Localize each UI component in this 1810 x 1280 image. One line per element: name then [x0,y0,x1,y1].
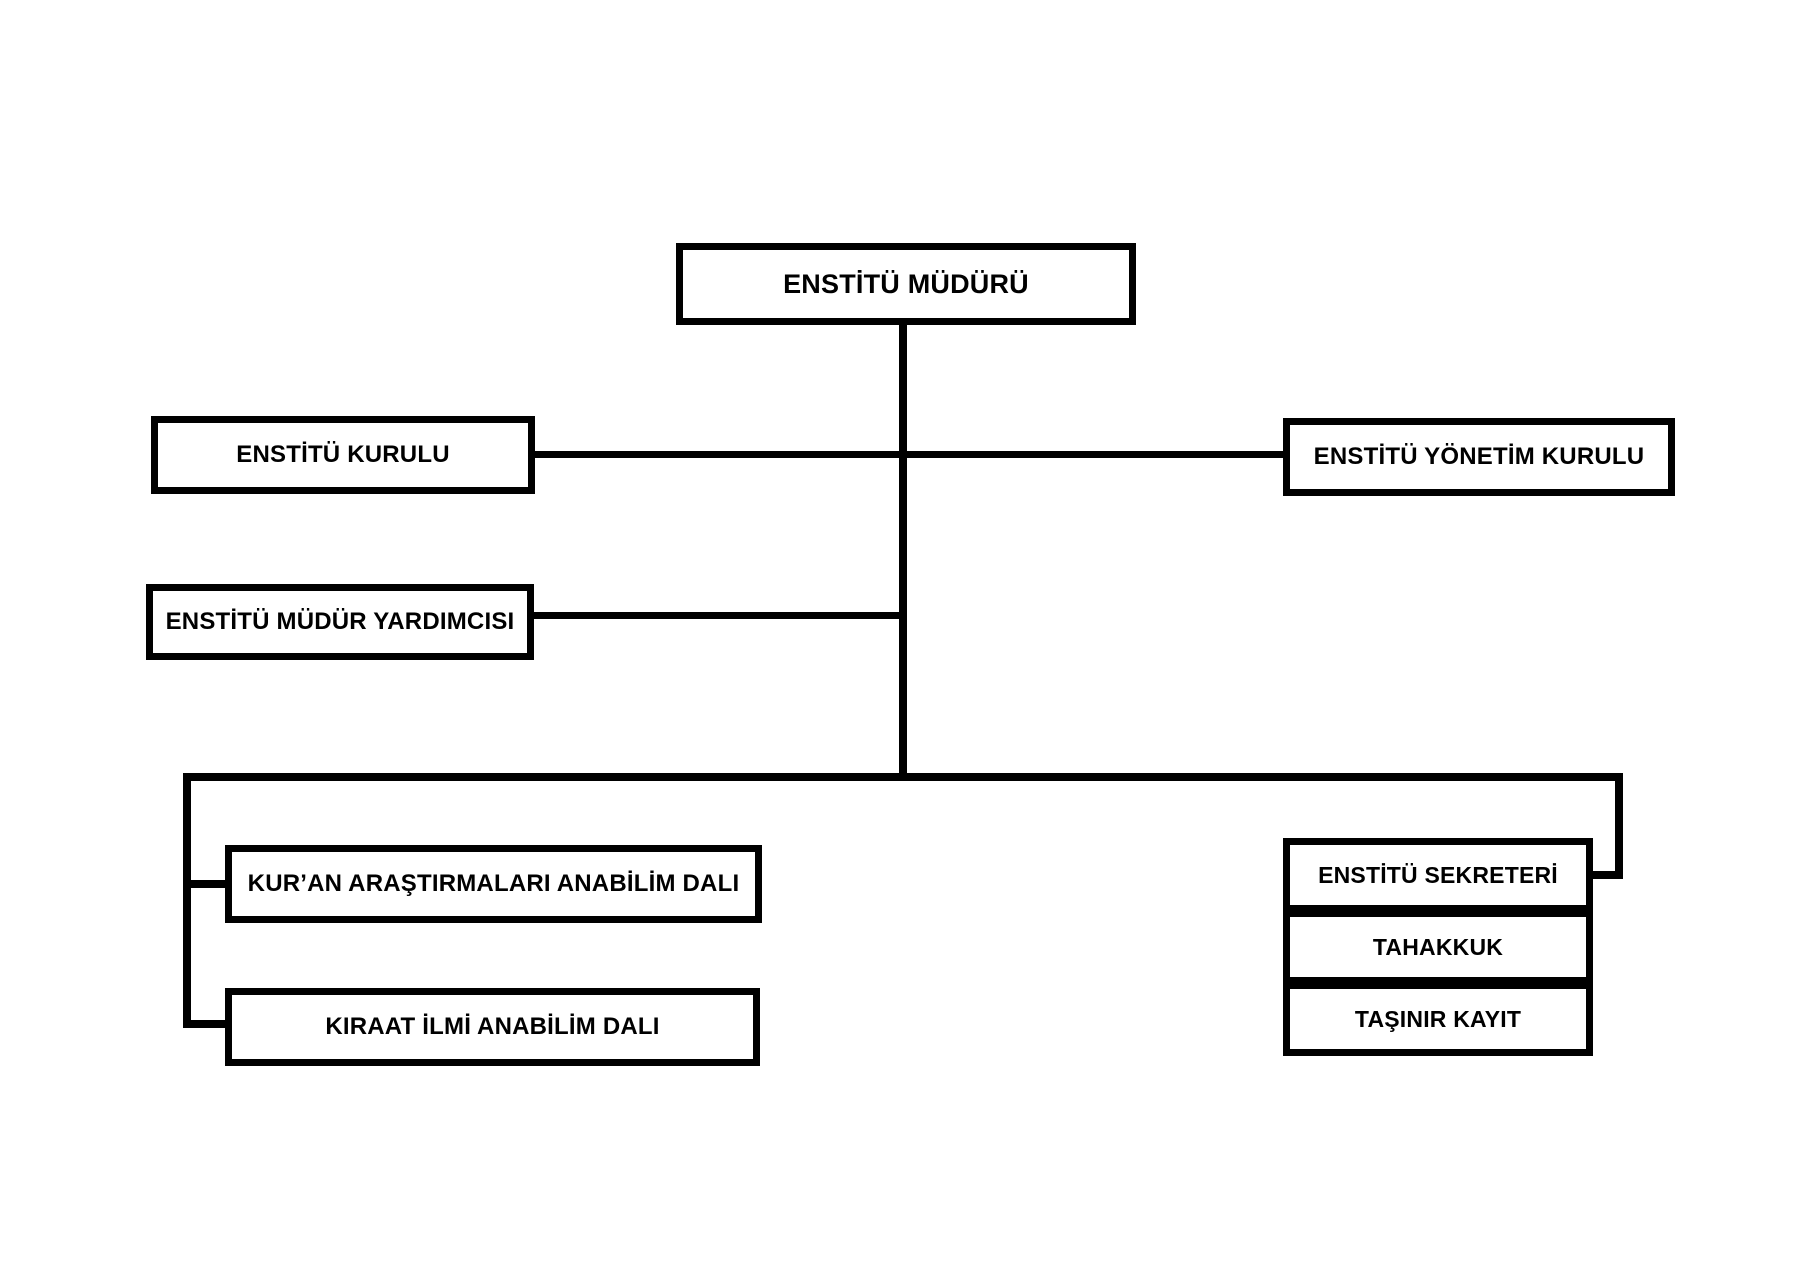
connector-left-vertical-rail [183,773,191,1027]
org-node-label-kuran-arastirmalari-anabilim-dali: KUR’AN ARAŞTIRMALARI ANABİLİM DALI [247,870,740,897]
connector-bottom-bus [183,773,1623,781]
connector-horizontal-councils [533,451,1285,458]
org-node-enstitu-muduru[interactable]: ENSTİTÜ MÜDÜRÜ [676,243,1136,325]
org-node-enstitu-yonetim-kurulu[interactable]: ENSTİTÜ YÖNETİM KURULU [1283,418,1675,496]
org-node-enstitu-sekreteri[interactable]: ENSTİTÜ SEKRETERİ [1283,838,1593,912]
org-node-tahakkuk[interactable]: TAHAKKUK [1283,910,1593,984]
org-node-label-enstitu-kurulu: ENSTİTÜ KURULU [236,441,450,468]
org-node-label-enstitu-sekreteri: ENSTİTÜ SEKRETERİ [1318,861,1558,888]
connector-vertical-spine [899,322,907,778]
connector-stub-sekreter [1585,871,1623,879]
org-node-kiraat-ilmi-anabilim-dali[interactable]: KIRAAT İLMİ ANABİLİM DALI [225,988,760,1066]
org-node-kuran-arastirmalari-anabilim-dali[interactable]: KUR’AN ARAŞTIRMALARI ANABİLİM DALI [225,845,762,923]
org-node-label-enstitu-muduru: ENSTİTÜ MÜDÜRÜ [783,268,1029,299]
connector-right-vertical-rail [1615,773,1623,879]
org-node-enstitu-kurulu[interactable]: ENSTİTÜ KURULU [151,416,535,494]
org-node-enstitu-mudur-yardimcisi[interactable]: ENSTİTÜ MÜDÜR YARDIMCISI [146,584,534,660]
org-node-tasinir-kayit[interactable]: TAŞINIR KAYIT [1283,982,1593,1056]
org-node-label-tahakkuk: TAHAKKUK [1372,933,1504,960]
connector-stub-kiraat [183,1020,231,1028]
org-node-label-enstitu-mudur-yardimcisi: ENSTİTÜ MÜDÜR YARDIMCISI [165,608,515,635]
org-node-label-kiraat-ilmi-anabilim-dali: KIRAAT İLMİ ANABİLİM DALI [325,1013,660,1040]
connector-stub-kuran [183,880,231,888]
org-node-label-enstitu-yonetim-kurulu: ENSTİTÜ YÖNETİM KURULU [1313,443,1645,470]
org-node-label-tasinir-kayit: TAŞINIR KAYIT [1354,1005,1522,1032]
connector-horizontal-deputy [532,612,905,619]
